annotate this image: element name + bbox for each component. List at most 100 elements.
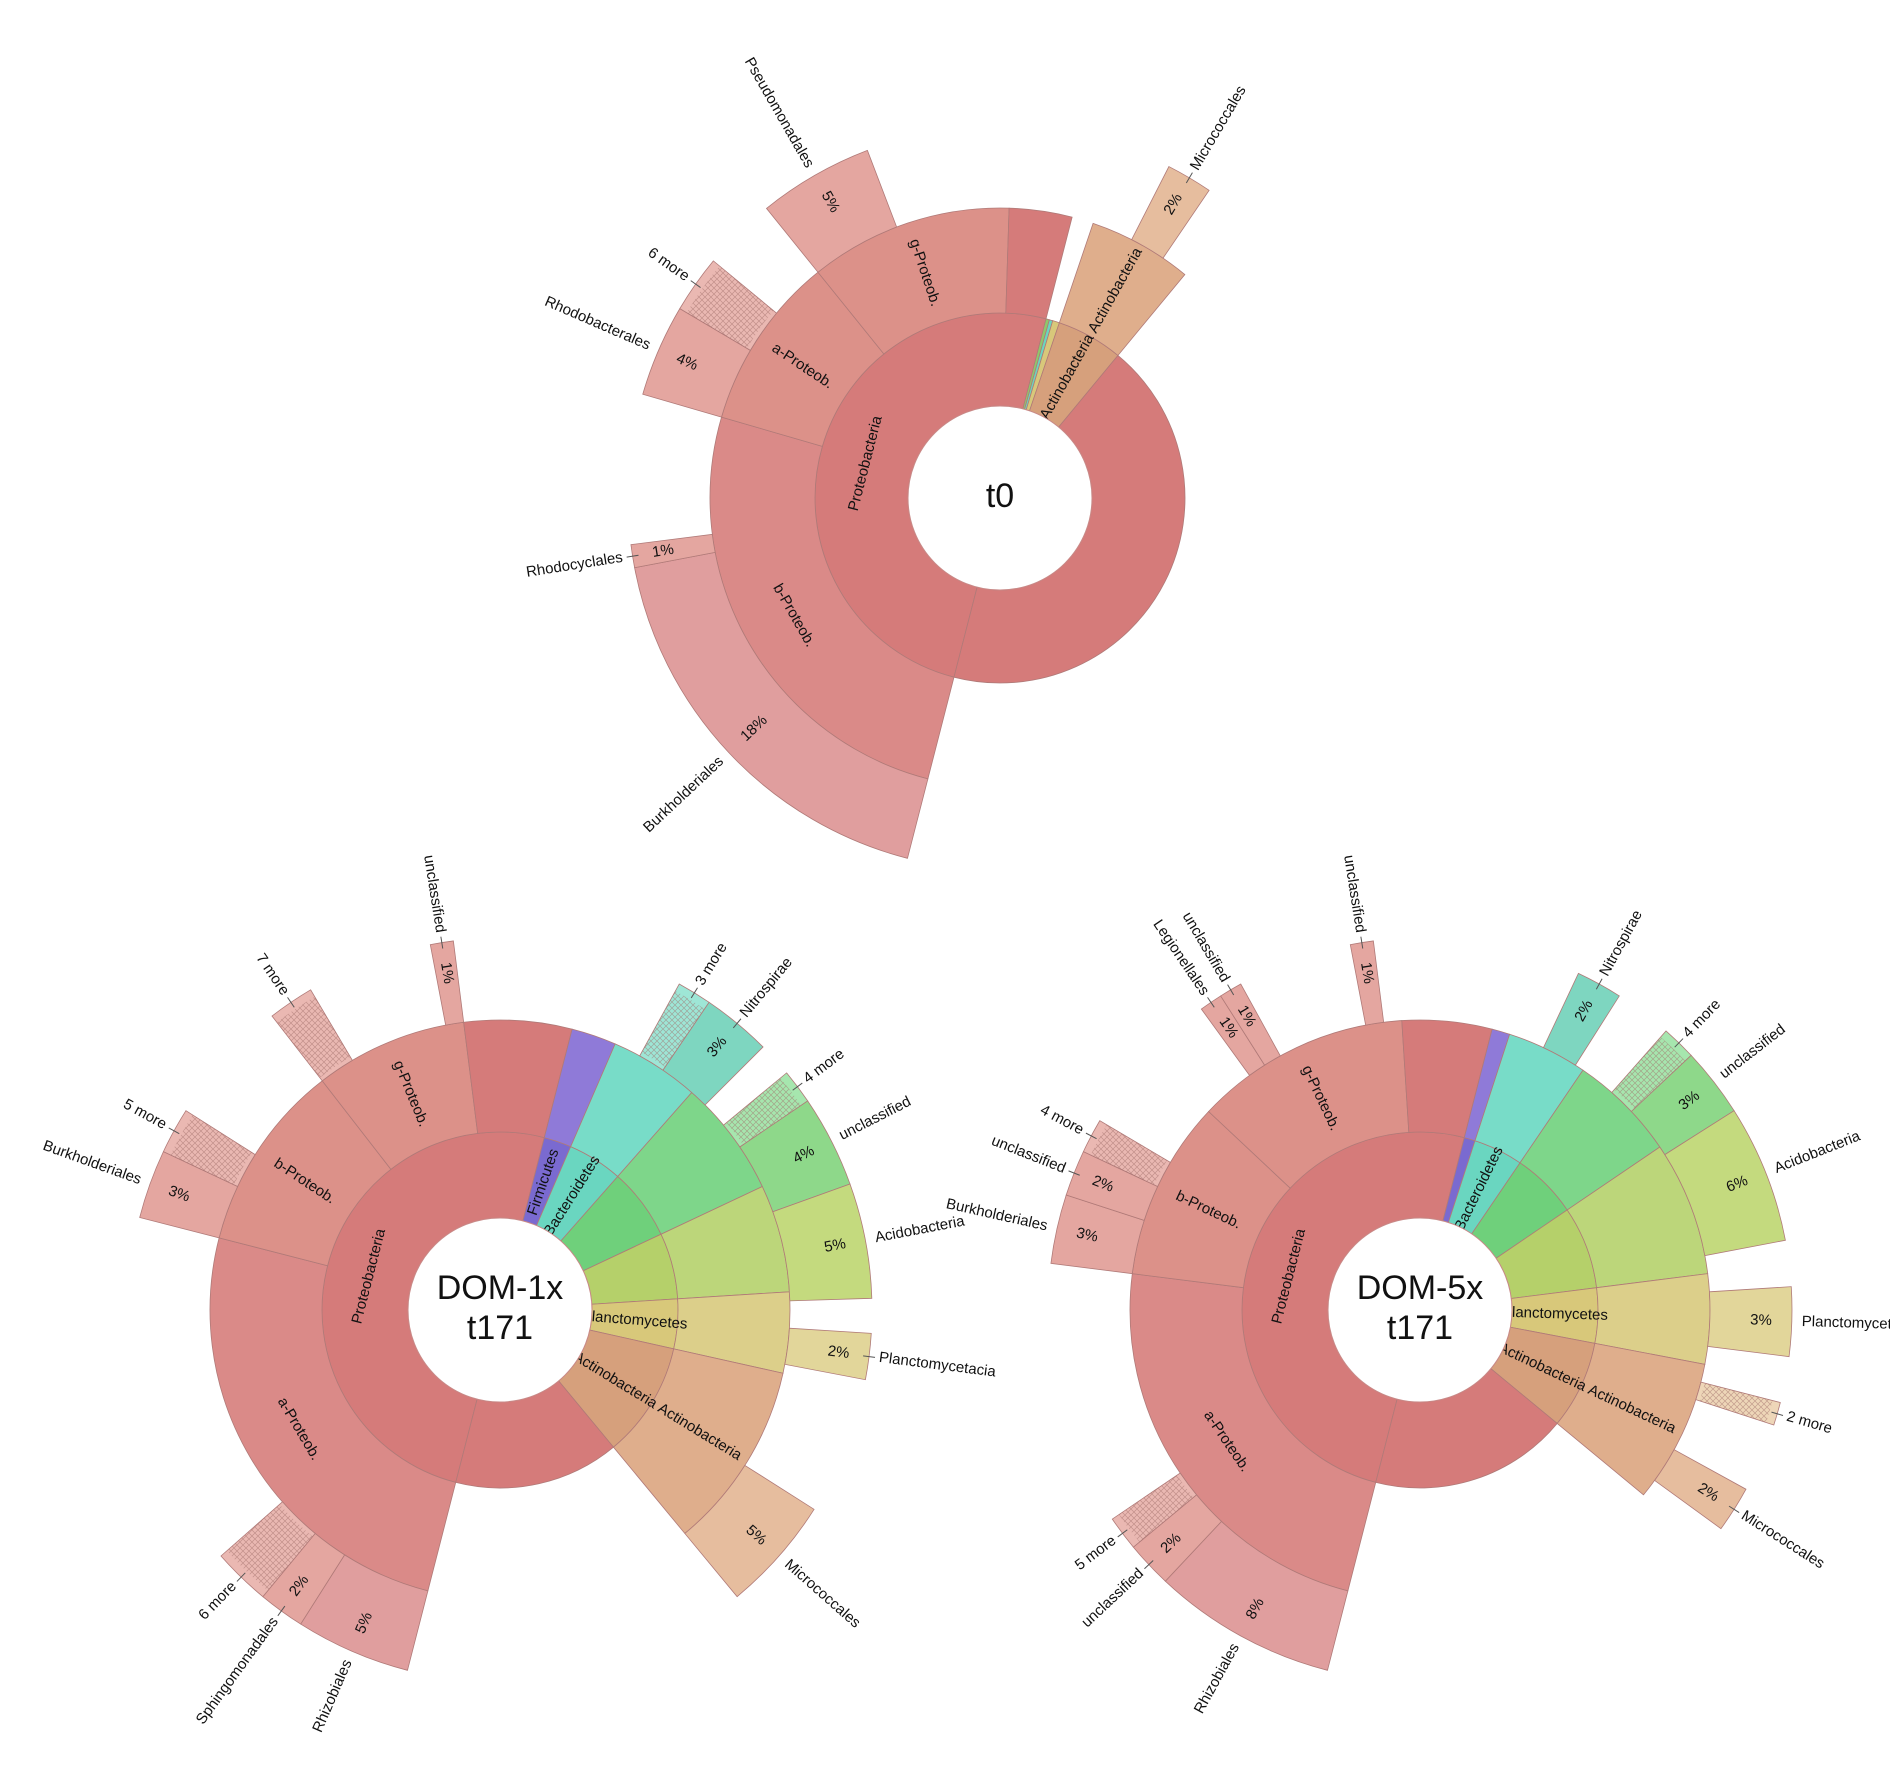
leader-line: [440, 936, 444, 949]
order-value-unclassified: 1%: [437, 961, 457, 985]
order-value-planctomycetacia: 3%: [1750, 1311, 1772, 1329]
order-label-2-more: 2 more: [1785, 1408, 1835, 1437]
wedge-hatch-6-more: [226, 1504, 313, 1591]
leader-line: [1771, 1411, 1784, 1416]
leader-line: [168, 1127, 180, 1135]
leader-line: [1085, 1132, 1097, 1140]
order-label-planctomycetacia: Planctomycetacia: [1802, 1313, 1890, 1334]
leader-line: [1227, 984, 1235, 996]
wedge-acidobacteria-order[interactable]: [772, 1183, 873, 1302]
leader-line: [277, 1605, 286, 1617]
wedge-hatch-5-more: [170, 1114, 252, 1185]
order-label-unclassified: unclassified: [1340, 854, 1369, 934]
order-label-sphingomonadales: Sphingomonadales: [193, 1614, 282, 1728]
order-label-5-more: 5 more: [1072, 1532, 1120, 1574]
wedge-hatch-4-more: [1614, 1036, 1686, 1109]
leader-line: [792, 1082, 803, 1091]
leader-line: [1595, 978, 1603, 990]
order-label-acidobacteria: Acidobacteria: [1772, 1127, 1863, 1177]
wedge-planctomycetacia-order[interactable]: [1707, 1286, 1793, 1358]
leader-line: [732, 1018, 742, 1029]
order-label-nitrospirae: Nitrospirae: [1596, 907, 1646, 979]
wedge-micrococcales-order[interactable]: [684, 1464, 815, 1598]
wedge-hatch-3-more: [641, 991, 705, 1067]
leader-line: [1117, 1529, 1128, 1538]
wedge-micrococcales-order[interactable]: [1131, 166, 1210, 259]
order-label-5-more: 5 more: [120, 1096, 169, 1133]
order-label-rhodobacterales: Rhodobacterales: [542, 293, 653, 354]
order-value-acidobacteria: 5%: [823, 1235, 847, 1256]
center-hole: [1327, 1217, 1513, 1403]
wedge-planctomycetacia-order[interactable]: [784, 1327, 872, 1381]
wedge-hatch-5-more: [1118, 1475, 1194, 1543]
order-value-rhodocyclales: 1%: [651, 541, 675, 561]
order-label-pseudomonadales: Pseudomonadales: [741, 55, 818, 171]
order-value-acidobacteria: 6%: [1724, 1172, 1750, 1196]
sunburst-dom-5x-t171: ProteobacteriaBacteroidetesPlanctomycete…: [945, 854, 1890, 1717]
wedge-actinobacteria-class[interactable]: [1058, 222, 1186, 357]
leader-line: [1360, 936, 1364, 949]
center-hole: [407, 1217, 593, 1403]
order-label-rhizobiales: Rhizobiales: [309, 1657, 355, 1735]
wedge-segment-class[interactable]: [1005, 207, 1073, 320]
order-label-acidobacteria: Acidobacteria: [874, 1212, 967, 1246]
order-label-burkholderiales: Burkholderiales: [640, 753, 727, 836]
order-label-unclassified: unclassified: [420, 854, 449, 934]
center-hole: [907, 405, 1093, 591]
order-label-4-more: 4 more: [800, 1045, 848, 1087]
leader-line: [1674, 1038, 1684, 1048]
wedge-rhodocyclales-order[interactable]: [630, 533, 716, 569]
leader-line: [1207, 997, 1215, 1008]
center-label: t0: [986, 477, 1014, 515]
order-label-burkholderiales: Burkholderiales: [41, 1137, 144, 1188]
wedge-nitrospirae-order[interactable]: [662, 1001, 764, 1106]
order-label-unclassified: unclassified: [989, 1132, 1068, 1177]
order-label-unclassified: unclassified: [1078, 1565, 1147, 1631]
center-label: DOM-5x: [1357, 1269, 1484, 1307]
order-label-nitrospirae: Nitrospirae: [737, 954, 796, 1021]
wedge-unclassified-order[interactable]: [1349, 940, 1385, 1026]
leader-line: [1185, 172, 1193, 184]
order-label-rhodocyclales: Rhodocyclales: [525, 549, 624, 581]
leader-line: [287, 997, 295, 1008]
center-label: t171: [1387, 1309, 1453, 1347]
order-label-7-more: 7 more: [252, 950, 292, 998]
wedge-hatch-7-more: [276, 996, 351, 1078]
order-label-6-more: 6 more: [645, 244, 693, 285]
wedge-hatch-4-more: [1090, 1124, 1167, 1185]
center-label: DOM-1x: [437, 1269, 564, 1307]
wedge-unclassified-order[interactable]: [1220, 983, 1281, 1066]
wedge-hatch-2-more: [1699, 1383, 1773, 1423]
leader-line: [690, 987, 698, 999]
order-label-6-more: 6 more: [195, 1578, 240, 1623]
leader-line: [236, 1572, 246, 1582]
phylum-label-planctomycetes: Planctomycetes: [1502, 1304, 1608, 1324]
order-label-unclassified: unclassified: [1716, 1021, 1788, 1082]
wedge-pseudomonadales-order[interactable]: [765, 149, 898, 273]
leader-line: [1068, 1170, 1080, 1176]
sunburst-dom-1x-t171: ProteobacteriaFirmicutesBacteroidetesPla…: [41, 854, 998, 1735]
order-label-planctomycetacia: Planctomycetacia: [878, 1349, 997, 1381]
wedge-unclassified-order[interactable]: [429, 940, 465, 1026]
wedge-actinobacteria-class[interactable]: [1556, 1342, 1706, 1496]
wedge-nitrospirae-order[interactable]: [1542, 972, 1620, 1066]
leader-line: [863, 1355, 876, 1358]
order-label-unclassified: unclassified: [836, 1093, 914, 1144]
leader-line: [690, 280, 701, 288]
wedge-hatch-4-more: [726, 1077, 802, 1145]
order-value-unclassified: 1%: [1357, 961, 1377, 985]
order-label-4-more: 4 more: [1037, 1101, 1086, 1138]
order-label-3-more: 3 more: [692, 940, 731, 989]
order-label-4-more: 4 more: [1679, 996, 1724, 1041]
order-label-micrococcales: Micrococcales: [1187, 83, 1250, 173]
leader-line: [1728, 1505, 1740, 1513]
order-value-burkholderiales: 3%: [1075, 1224, 1100, 1245]
wedge-acidobacteria-order[interactable]: [1664, 1110, 1786, 1257]
order-label-micrococcales: Micrococcales: [1738, 1507, 1827, 1572]
order-label-rhizobiales: Rhizobiales: [1191, 1640, 1243, 1716]
order-label-micrococcales: Micrococcales: [781, 1556, 864, 1632]
wedge-micrococcales-order[interactable]: [1654, 1449, 1747, 1530]
leader-line: [626, 554, 639, 558]
